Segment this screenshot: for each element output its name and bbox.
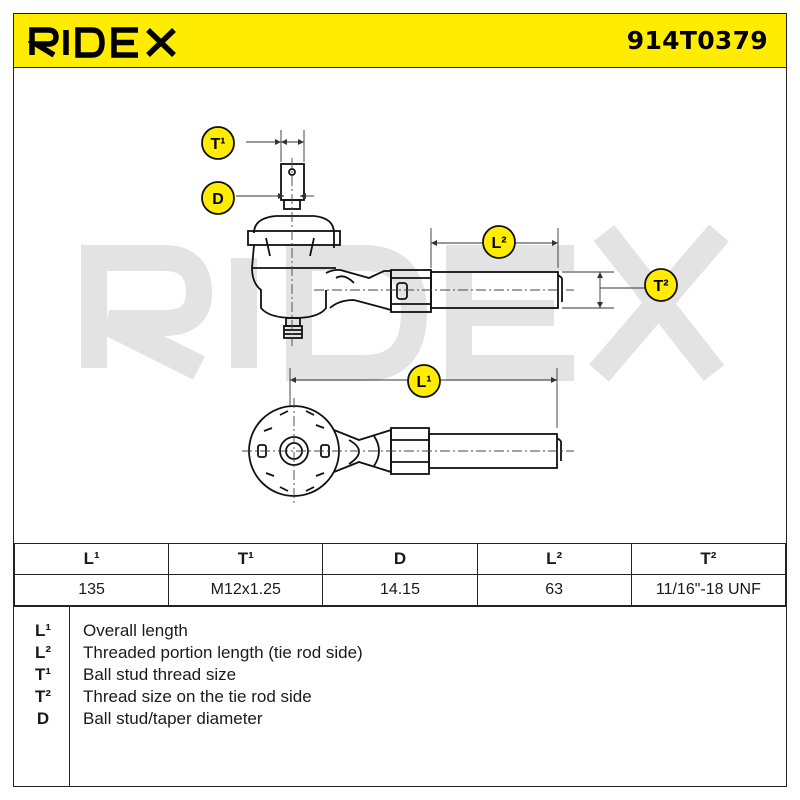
part-number: 914T0379 — [626, 26, 768, 55]
legend-divider — [69, 607, 70, 787]
legend-text: Ball stud thread size — [83, 665, 237, 684]
legend-item: D Ball stud/taper diameter — [14, 709, 786, 731]
spec-value-t1: M12x1.25 — [168, 574, 324, 606]
spec-header-l2: L² — [476, 543, 632, 575]
label-t1: T¹ — [210, 136, 225, 153]
label-t2: T² — [653, 278, 668, 295]
legend-text: Ball stud/taper diameter — [83, 709, 263, 728]
legend-text: Overall length — [83, 621, 188, 640]
legend-text: Threaded portion length (tie rod side) — [83, 643, 363, 662]
spec-value-l1: 135 — [13, 574, 170, 606]
spec-value-l2: 63 — [476, 574, 632, 606]
spec-header-l1: L¹ — [13, 543, 170, 575]
legend-key: D — [36, 709, 50, 728]
spec-header-row: L¹ T¹ D L² T² — [13, 543, 787, 575]
legend-item: T¹ Ball stud thread size — [14, 665, 786, 687]
spec-header-d: D — [322, 543, 478, 575]
legend-key: L¹ — [34, 621, 52, 640]
legend-text: Thread size on the tie rod side — [83, 687, 312, 706]
brand-logo — [26, 24, 198, 63]
legend: L¹ Overall length L² Threaded portion le… — [14, 606, 786, 787]
spec-value-row: 135 M12x1.25 14.15 63 11/16"-18 UNF — [13, 574, 787, 606]
dimension-badge-l1: L¹ — [407, 364, 441, 398]
spec-header-t1: T¹ — [168, 543, 324, 575]
ridex-watermark — [81, 224, 729, 382]
label-l1: L¹ — [416, 374, 431, 391]
technical-drawing: T¹ D L² T² L¹ — [14, 68, 786, 544]
legend-item: T² Thread size on the tie rod side — [14, 687, 786, 709]
legend-key: L² — [34, 643, 52, 662]
spec-value-t2: 11/16"-18 UNF — [630, 574, 787, 606]
dimension-badge-d: D — [201, 181, 235, 215]
legend-item: L² Threaded portion length (tie rod side… — [14, 643, 786, 665]
spec-header-t2: T² — [630, 543, 787, 575]
product-sheet: 914T0379 — [13, 13, 787, 787]
dimension-badge-l2: L² — [482, 225, 516, 259]
label-l2: L² — [491, 235, 506, 252]
spec-value-d: 14.15 — [322, 574, 478, 606]
legend-key: T² — [34, 687, 52, 706]
label-d: D — [212, 191, 224, 208]
dimension-badge-t1: T¹ — [201, 126, 235, 160]
header-bar: 914T0379 — [14, 14, 786, 68]
spec-table: L¹ T¹ D L² T² 135 M12x1.25 14.15 63 11/1… — [13, 543, 787, 606]
legend-item: L¹ Overall length — [14, 621, 786, 643]
dimension-badge-t2: T² — [644, 268, 678, 302]
legend-key: T¹ — [34, 665, 52, 684]
